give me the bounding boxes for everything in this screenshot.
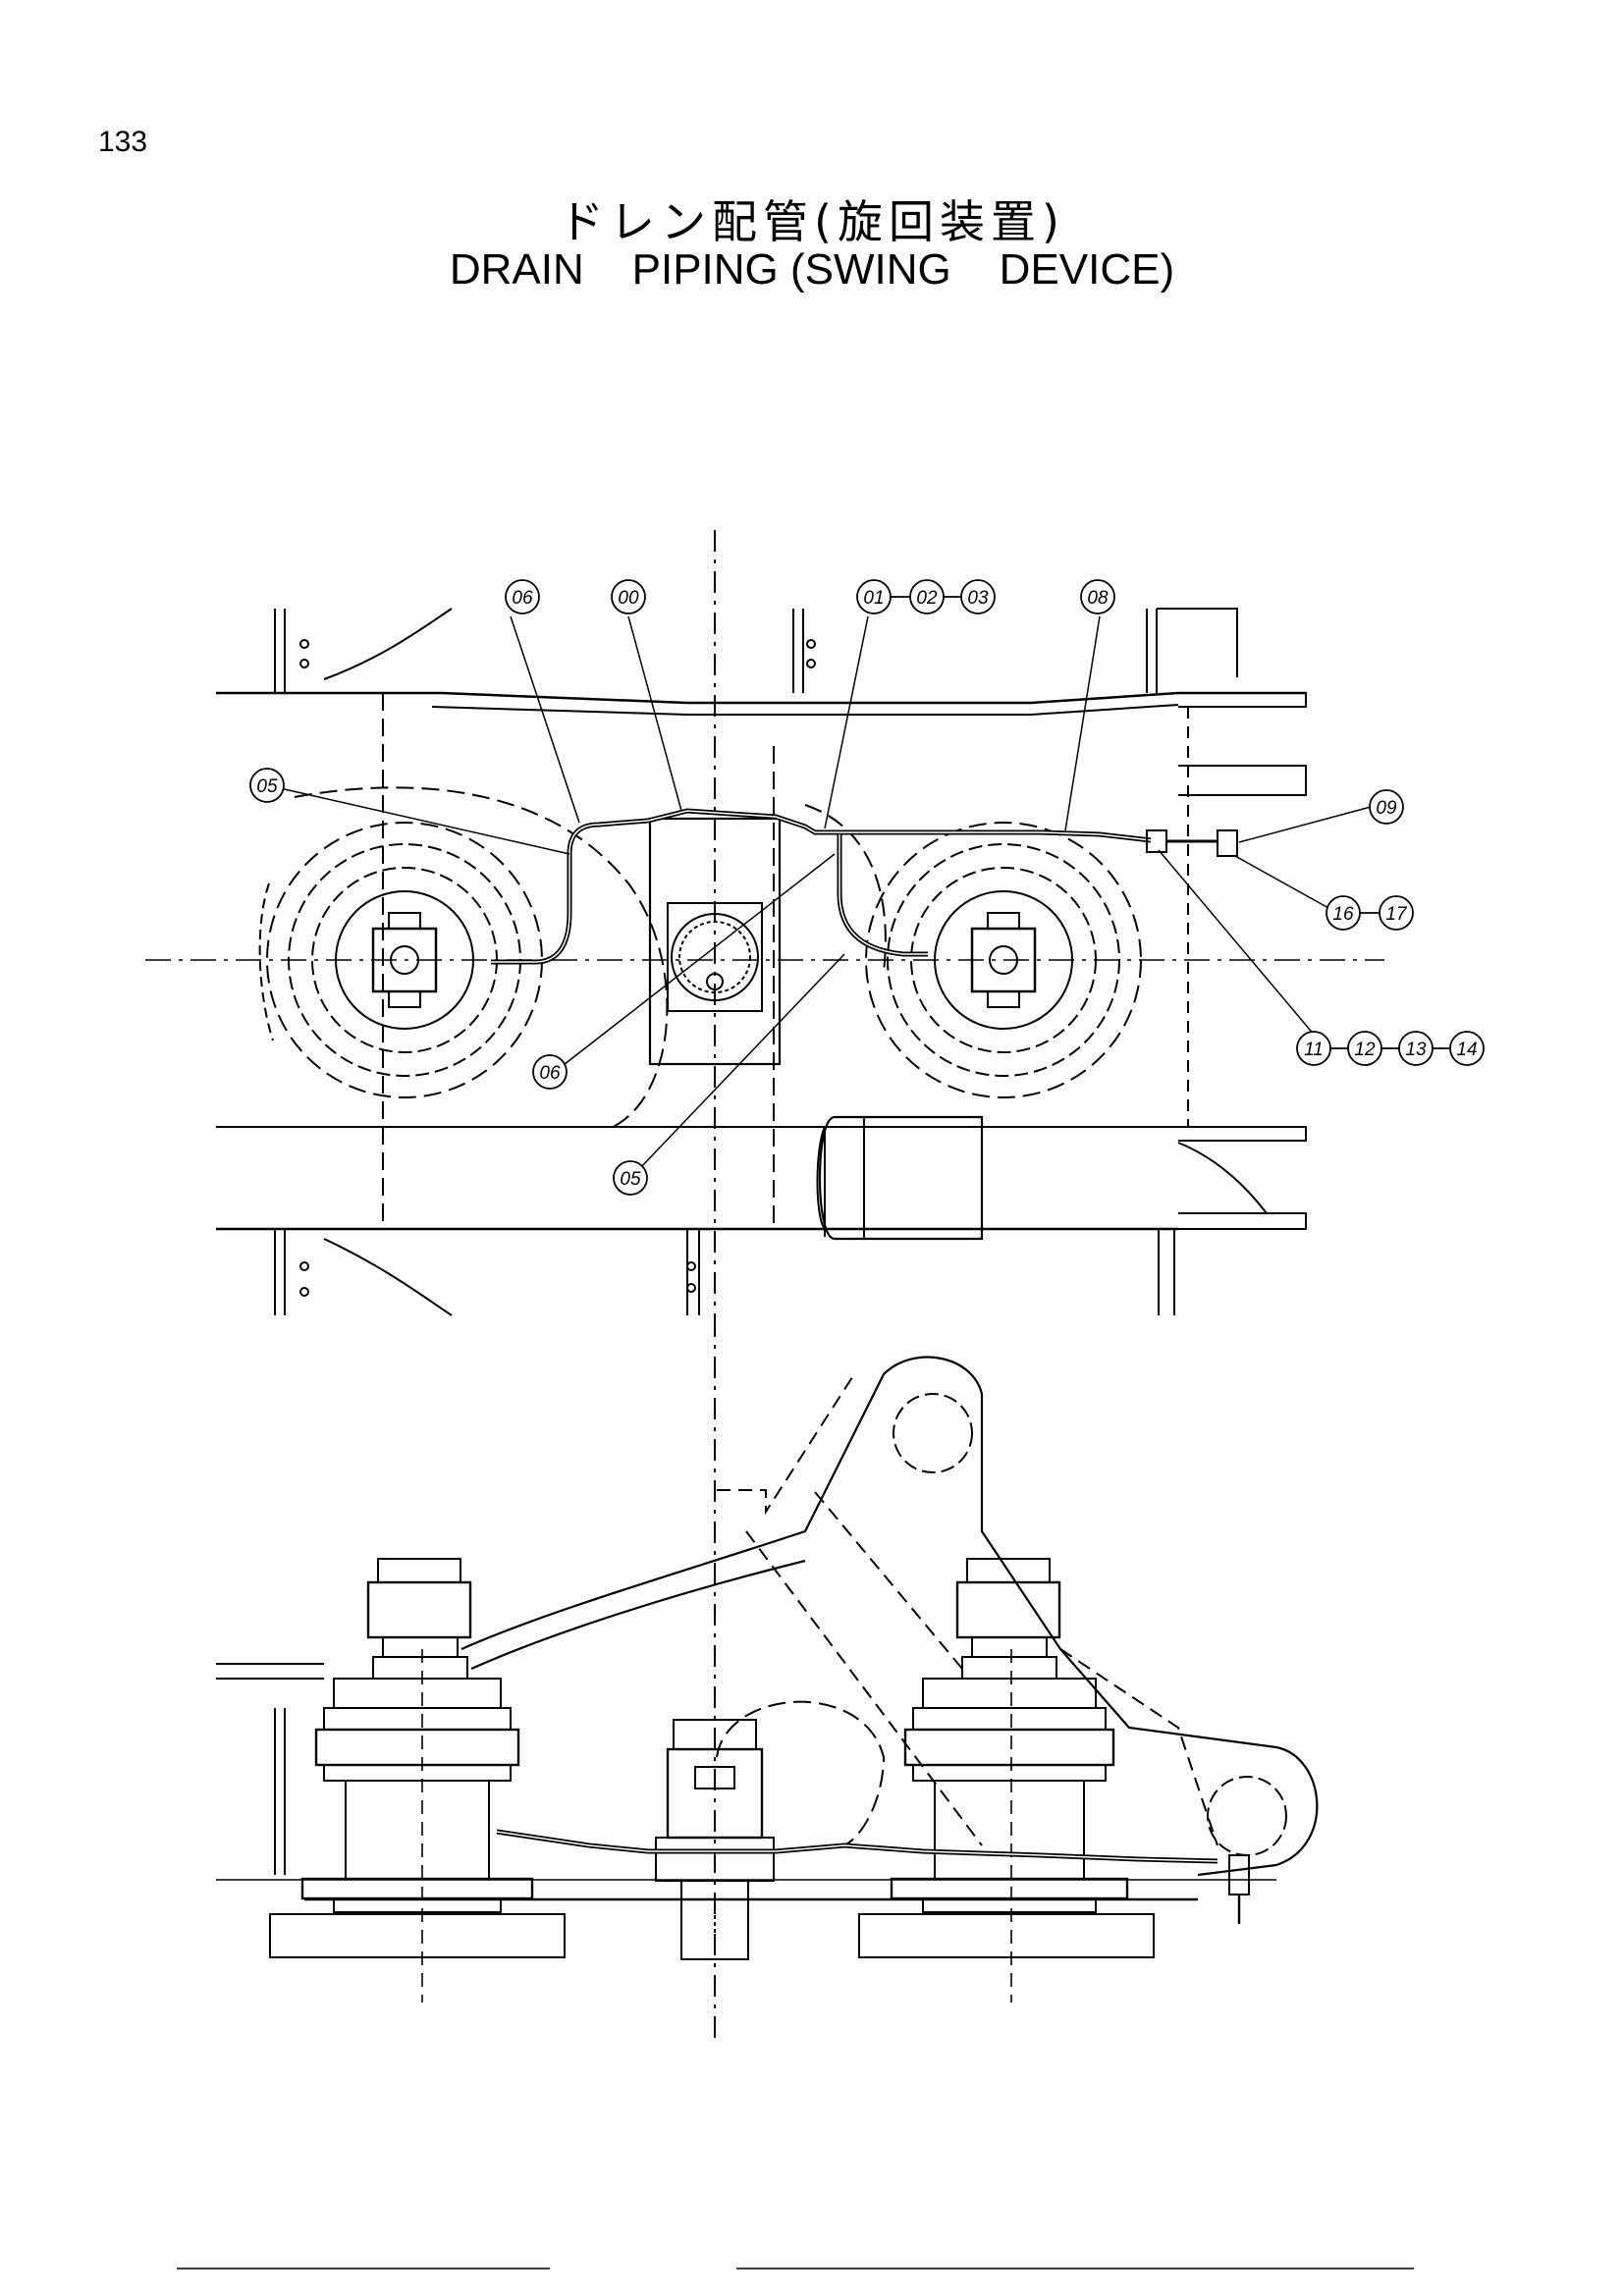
callout-label: 02 [916,588,938,609]
callout-11-12-13-14: 11 12 13 14 [1296,1031,1485,1066]
callout-label: 16 [1332,904,1354,925]
top-view [145,530,1384,1316]
callout-16-17: 16 17 [1326,895,1414,931]
callout-label: 05 [620,1169,641,1190]
callout-label: 14 [1456,1040,1477,1060]
callout-label: 17 [1385,904,1408,925]
callout-label: 12 [1354,1040,1376,1060]
callout-label: 05 [256,776,278,797]
callout-09: 09 [1369,789,1404,825]
callout-label: 06 [512,588,533,609]
side-view [216,1315,1319,2042]
title-japanese: ドレン配管(旋回装置) [559,195,1065,248]
title-english: DRAIN PIPING (SWING DEVICE) [449,245,1175,294]
page-number: 133 [98,126,148,158]
callout-01-02-03: 01 02 03 [856,579,996,614]
callout-label: 01 [863,588,884,609]
callout-08: 08 [1080,579,1115,614]
callout-label: 03 [967,588,989,609]
callout-label: 11 [1304,1040,1324,1060]
callout-06-top: 06 [505,579,540,614]
callout-06-mid: 06 [532,1054,568,1090]
callout-05-bottom: 05 [613,1160,648,1196]
callout-label: 13 [1405,1040,1427,1060]
callout-label: 00 [618,588,639,609]
callout-05-left: 05 [249,768,285,803]
callout-00: 00 [611,579,646,614]
callout-label: 09 [1376,798,1397,819]
callout-label: 08 [1087,588,1109,609]
callout-label: 06 [539,1063,561,1084]
